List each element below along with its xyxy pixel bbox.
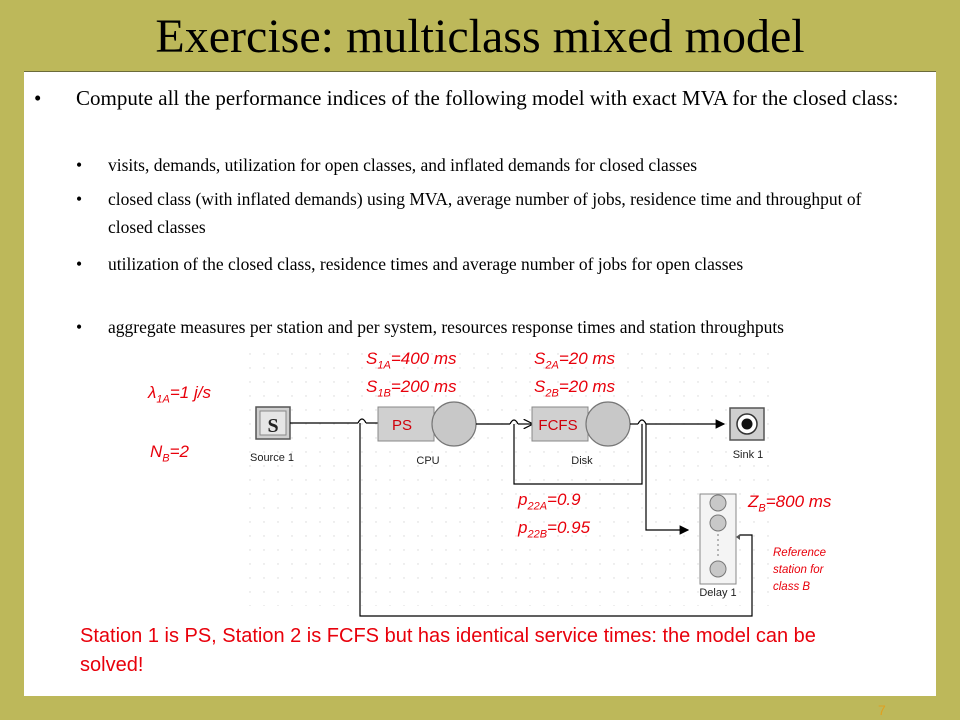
bullet-glyph: • (34, 86, 42, 110)
edge-hop (509, 419, 519, 425)
sink-label: Sink 1 (733, 449, 764, 461)
bullet-glyph: • (76, 254, 83, 274)
arrival-rate-label: λ1A=1 j/s (148, 383, 211, 406)
population-label: NB=2 (150, 442, 190, 465)
routing-prob-22a: p22A=0.9 (518, 490, 581, 513)
service-time-2b: S2B=20 ms (534, 377, 616, 400)
bullet-glyph: • (76, 155, 83, 175)
service-time-1b: S1B=200 ms (366, 377, 457, 400)
reference-station-note: Reference station for class B (773, 547, 827, 593)
source-label: Source 1 (250, 452, 294, 464)
queueing-network-diagram: S Source 1 PS CPU FCFS Disk (240, 344, 772, 617)
edge-hop (637, 419, 647, 425)
think-time-label: ZB=800 ms (748, 492, 832, 515)
disk-station[interactable] (531, 401, 631, 447)
main-bullet-text: Compute all the performance indices of t… (76, 86, 899, 110)
page-number: 7 (878, 702, 886, 718)
bullet-glyph: • (76, 317, 83, 337)
cpu-label: CPU (416, 455, 439, 467)
disk-label: Disk (571, 455, 593, 467)
edge-disk-loop (513, 424, 643, 485)
service-time-1a: S1A=400 ms (366, 349, 457, 372)
edge-disk-delay (645, 424, 690, 535)
edge-delay-cpu (359, 423, 753, 617)
sub-bullet-text: aggregate measures per station and per s… (108, 317, 784, 337)
sink-node[interactable] (729, 407, 765, 441)
disk-discipline-label: FCFS (538, 417, 577, 434)
sub-bullet-text: closed class (with inflated demands) usi… (108, 189, 862, 237)
service-time-2a: S2A=20 ms (534, 349, 616, 372)
routing-prob-22b: p22B=0.95 (518, 518, 591, 541)
solvability-note: Station 1 is PS, Station 2 is FCFS but h… (80, 625, 816, 676)
sub-bullet-text: visits, demands, utilization for open cl… (108, 155, 698, 175)
content-panel: • Compute all the performance indices of… (24, 71, 936, 696)
cpu-discipline-label: PS (392, 417, 412, 434)
delay-station[interactable] (699, 493, 740, 585)
bullet-glyph: • (76, 189, 83, 209)
sub-bullet-text: utilization of the closed class, residen… (108, 254, 744, 274)
diagram-grid (240, 344, 772, 606)
source-node[interactable]: S (255, 406, 291, 440)
cpu-station[interactable] (377, 401, 477, 447)
edge-hop (357, 418, 367, 424)
delay-label: Delay 1 (699, 587, 736, 599)
source-glyph: S (267, 415, 278, 437)
slide-title: Exercise: multiclass mixed model (155, 10, 805, 63)
